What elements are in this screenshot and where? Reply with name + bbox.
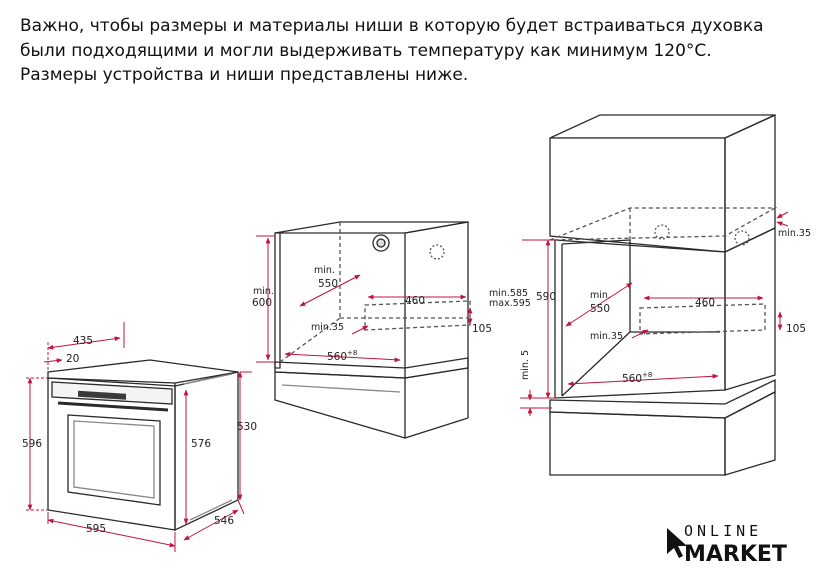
niche-high-590: 590 (536, 291, 556, 303)
cursor-icon (667, 528, 687, 558)
niche-high-560: 560+8 (622, 371, 652, 385)
dim-435: 435 (73, 335, 93, 347)
niche-column (549, 113, 778, 476)
niche-under-counter (274, 221, 471, 439)
niche-low-min35: min.35 (311, 322, 344, 333)
niche-high-max595: max.595 (489, 298, 531, 309)
logo-text-market: MARKET (684, 542, 787, 567)
dim-576: 576 (191, 438, 211, 450)
intro-text: Важно, чтобы размеры и материалы ниши в … (20, 14, 820, 88)
niche-low-min-label: min. (314, 265, 335, 276)
dim-546: 546 (214, 515, 234, 527)
niche-low-560: 560+8 (327, 349, 357, 363)
niche-low-height-label: min. (253, 286, 274, 297)
niche-high-min-label: min. (590, 290, 611, 301)
dim-530: 530 (237, 421, 257, 433)
niche-under-counter-labels: min. 550 min. 600 460 105 min.35 560+8 (252, 265, 492, 363)
niche-high-depth: 550 (590, 303, 610, 315)
niche-column-labels: min.585 max.595 590 min. 550 460 105 min… (489, 228, 811, 385)
niche-column-dimensions (520, 211, 789, 416)
dim-595: 595 (86, 523, 106, 535)
niche-high-min35-top: min.35 (778, 228, 811, 239)
intro-line-1: Важно, чтобы размеры и материалы ниши в … (20, 16, 764, 36)
oven-dimension-labels: 435 20 596 576 530 595 546 (22, 335, 257, 535)
intro-line-2: были подходящими и могли выдерживать тем… (20, 40, 712, 61)
niche-high-min35: min.35 (590, 331, 623, 342)
niche-under-counter-dimensions (256, 235, 473, 363)
dim-596: 596 (22, 438, 42, 450)
niche-low-460: 460 (405, 295, 425, 307)
niche-high-min585: min.585 (489, 288, 528, 299)
oven-drawing (47, 358, 239, 532)
online-market-logo: ONLINE MARKET (667, 522, 787, 567)
intro-line-3: Размеры устройства и ниши представлены н… (20, 65, 469, 85)
niche-low-depth: 550 (318, 278, 338, 290)
niche-low-105: 105 (472, 323, 492, 335)
niche-high-min5: min. 5 (520, 350, 531, 380)
niche-high-460: 460 (695, 297, 715, 309)
oven-dimensions (26, 322, 252, 552)
niche-low-height: 600 (252, 297, 272, 309)
logo-text-online: ONLINE (684, 522, 762, 540)
niche-high-105: 105 (786, 323, 806, 335)
dim-20: 20 (66, 353, 79, 365)
